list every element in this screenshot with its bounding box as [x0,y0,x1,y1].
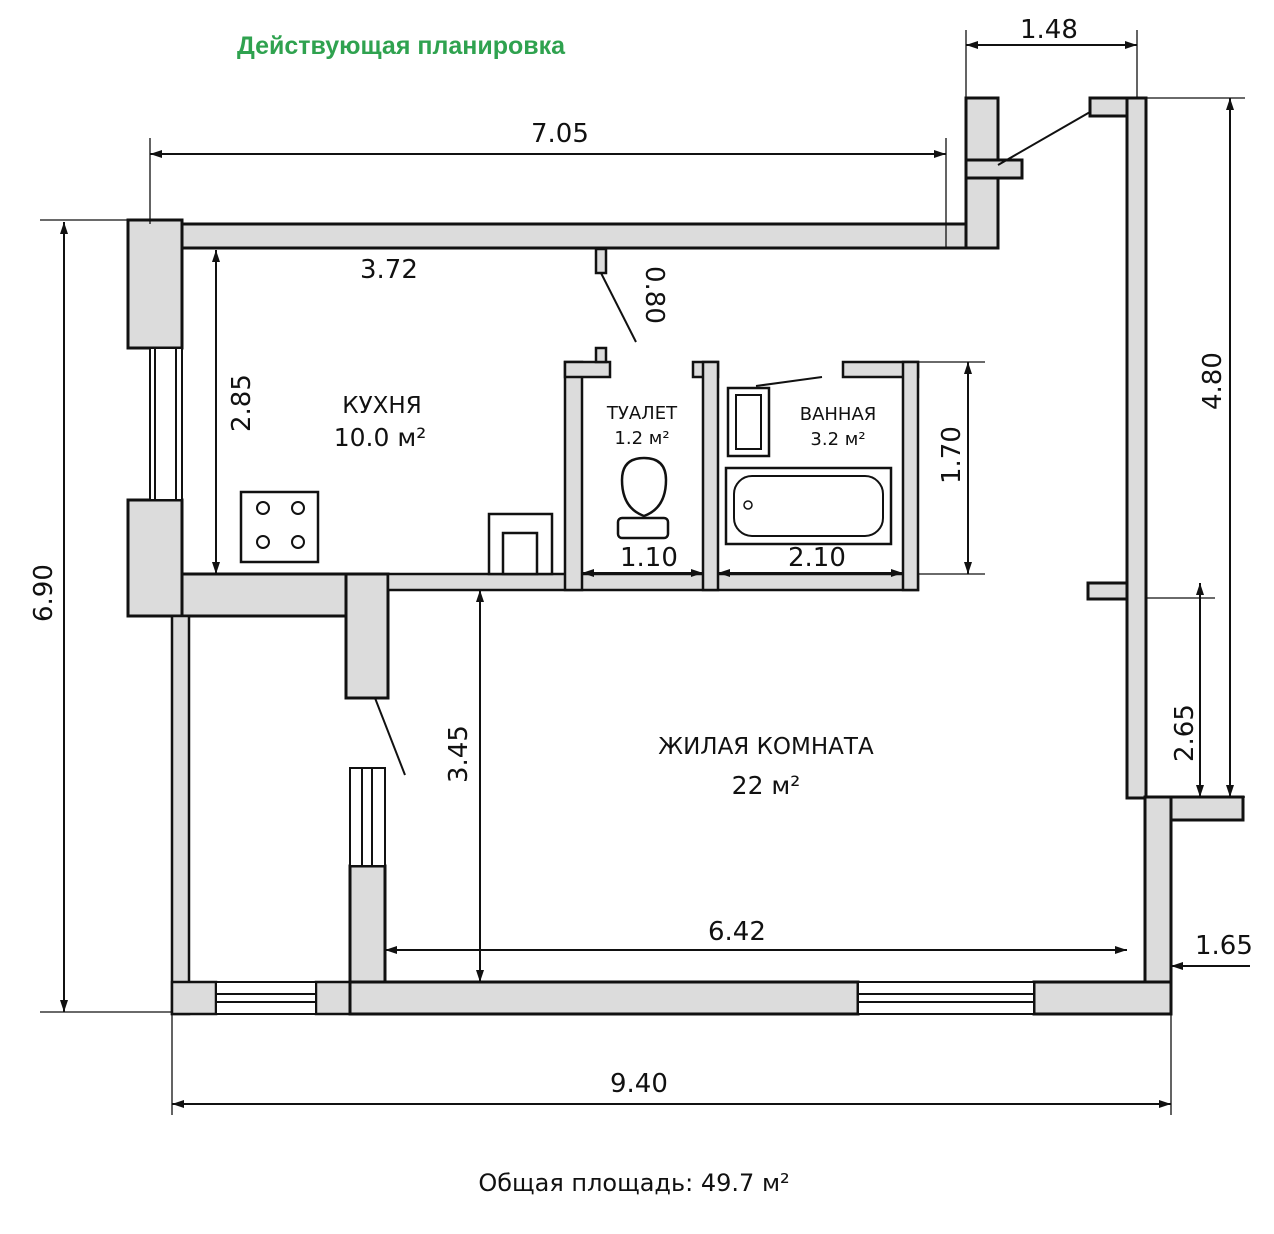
dim-1-70: 1.70 [937,426,967,484]
room-labels: КУХНЯ 10.0 м² ТУАЛЕТ 1.2 м² ВАННАЯ 3.2 м… [334,393,877,800]
dim-6-90: 6.90 [29,564,59,622]
sink-icon [487,512,554,576]
dim-2-10: 2.10 [788,543,846,573]
door-swing-icon [374,111,1091,776]
dim-2-85: 2.85 [227,374,257,432]
dim-7-05: 7.05 [531,119,589,149]
bathtub-icon [724,466,893,546]
dim-4-80: 4.80 [1198,352,1228,410]
bathroom-area: 3.2 м² [810,429,865,450]
dim-3-45: 3.45 [444,725,474,783]
total-area: Общая площадь: 49.7 м² [478,1169,789,1197]
kitchen-name: КУХНЯ [342,393,421,419]
plan-title: Действующая планировка [237,32,566,60]
living-area: 22 м² [732,771,801,800]
toilet-area: 1.2 м² [614,428,669,449]
toilet-name: ТУАЛЕТ [606,403,678,424]
walls [126,96,1245,1016]
dim-1-48: 1.48 [1020,15,1078,45]
stove-icon [239,490,320,564]
kitchen-area: 10.0 м² [334,423,427,452]
washbasin-icon [726,386,771,458]
windows [149,347,1035,1015]
dimension-labels: 1.48 7.05 3.72 0.80 2.85 1.70 1.10 2.10 … [29,15,1253,1099]
living-name: ЖИЛАЯ КОМНАТА [658,734,874,760]
dim-2-65: 2.65 [1170,704,1200,762]
dim-0-80: 0.80 [639,266,669,324]
dim-3-72: 3.72 [360,255,418,285]
dim-1-65: 1.65 [1195,931,1253,961]
dim-1-10: 1.10 [620,543,678,573]
dim-6-42: 6.42 [708,917,766,947]
dim-9-40: 9.40 [610,1069,668,1099]
toilet-icon [616,456,670,540]
dimension-lines [40,30,1250,1115]
bathroom-name: ВАННАЯ [800,404,877,425]
